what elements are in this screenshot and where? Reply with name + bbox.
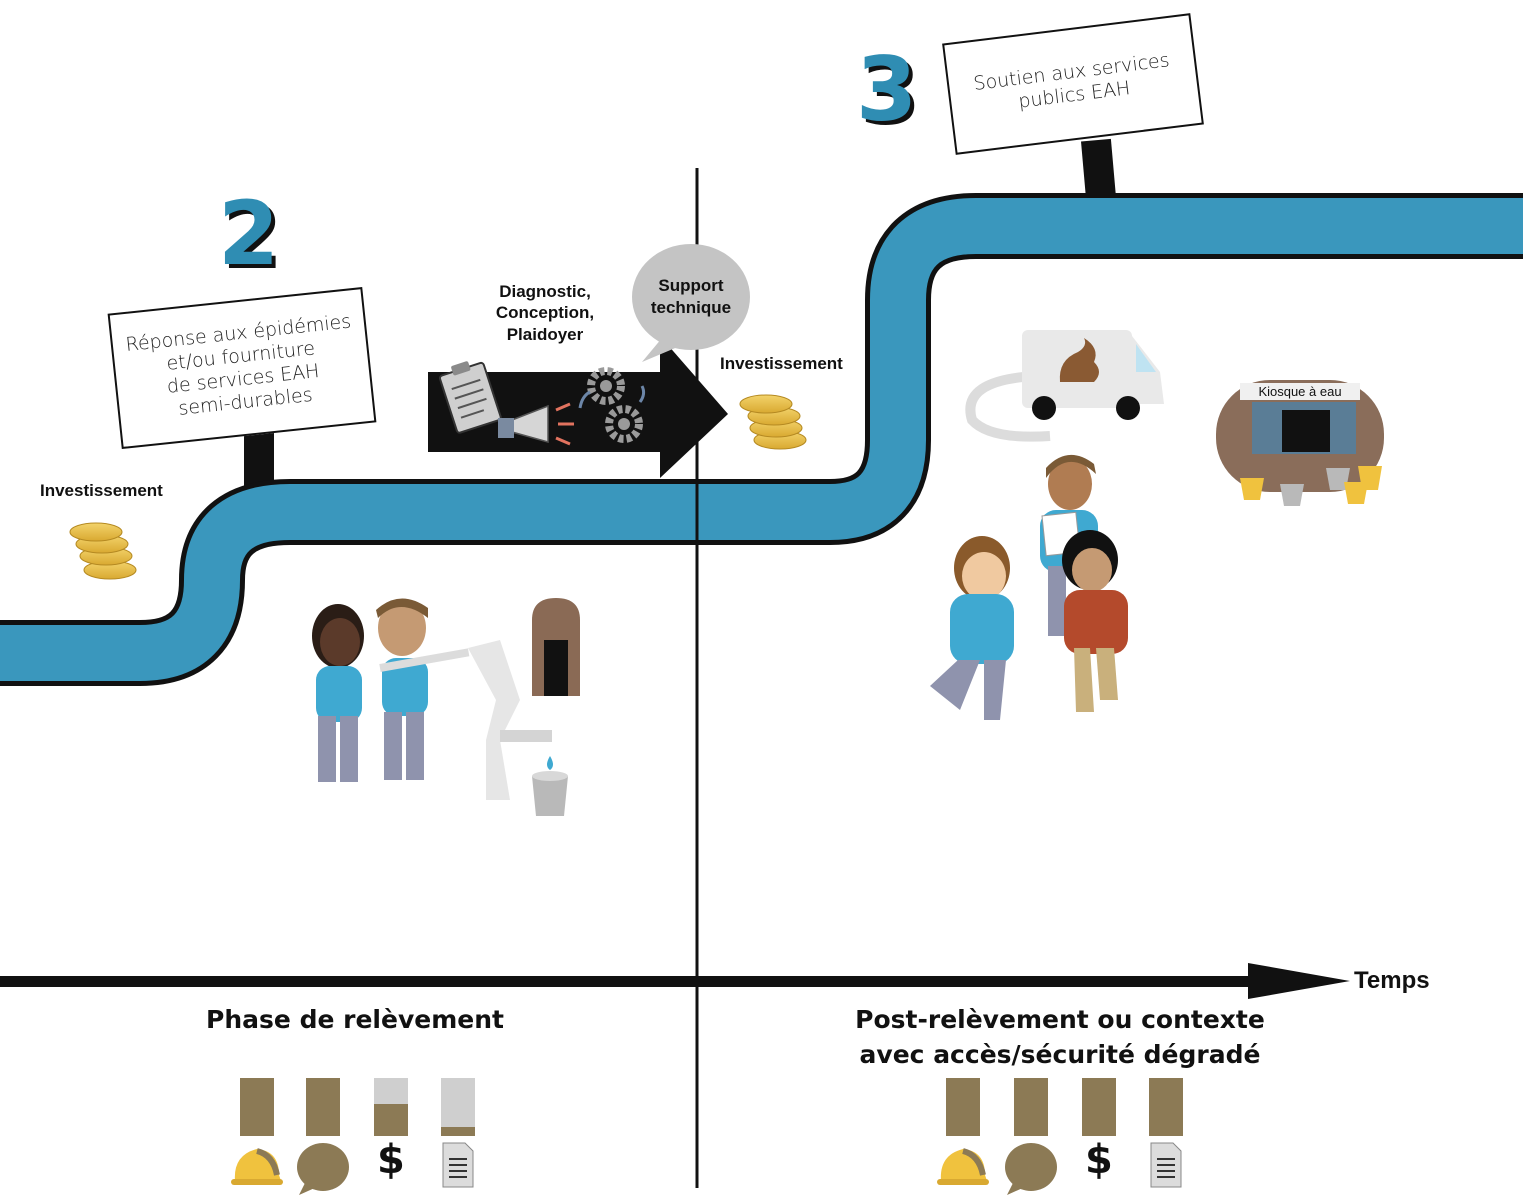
hard-hat-icon xyxy=(937,1141,989,1192)
indicator-bar xyxy=(374,1078,408,1136)
indicator-fill xyxy=(441,1127,475,1136)
megaphone-icon xyxy=(498,402,574,446)
technical-support-bubble: Support technique xyxy=(632,244,750,350)
workers-illustration xyxy=(312,598,470,782)
indicator-fill xyxy=(946,1078,980,1136)
time-axis xyxy=(0,963,1350,999)
clipboard-icon xyxy=(438,361,502,434)
indicator-fill xyxy=(1082,1078,1116,1136)
indicator-fill xyxy=(1014,1078,1048,1136)
handshake-illustration xyxy=(930,454,1128,720)
process-arrow xyxy=(428,336,728,478)
hard-hat-icon xyxy=(231,1141,283,1192)
indicator-bar xyxy=(441,1078,475,1136)
indicator-fill xyxy=(240,1078,274,1136)
speech-bubble-icon xyxy=(1003,1141,1059,1200)
river-path xyxy=(0,193,1523,686)
water-bucket-icon xyxy=(532,756,568,816)
gears-icon xyxy=(578,367,646,443)
recovery-phase-title: Phase de relèvement xyxy=(206,1005,504,1034)
post-recovery-title: Post-relèvement ou contexte avec accès/s… xyxy=(855,1005,1265,1069)
document-icon xyxy=(441,1141,475,1194)
vacuum-truck-illustration xyxy=(965,330,1164,442)
indicator-fill xyxy=(306,1078,340,1136)
hand-pump-illustration xyxy=(468,640,552,800)
dollar-icon: $ xyxy=(377,1137,405,1183)
speech-bubble-icon xyxy=(295,1141,351,1200)
coins-icon-right xyxy=(739,394,807,450)
phase-number-3: 3 xyxy=(856,38,918,141)
phase-2-sign: Réponse aux épidémies et/ou fourniture d… xyxy=(107,286,377,450)
investment-label-left: Investissement xyxy=(40,481,163,500)
arrow-label: Diagnostic, Conception, Plaidoyer xyxy=(495,282,595,344)
indicator-fill xyxy=(374,1104,408,1136)
indicator-fill xyxy=(1149,1078,1183,1136)
coins-icon-left xyxy=(69,522,137,580)
dollar-icon: $ xyxy=(1085,1137,1113,1183)
indicator-bar xyxy=(1149,1078,1183,1136)
time-axis-label: Temps xyxy=(1354,967,1430,994)
water-kiosk-illustration xyxy=(1216,380,1384,506)
indicator-bar xyxy=(1082,1078,1116,1136)
document-icon xyxy=(1149,1141,1183,1194)
indicator-bar xyxy=(946,1078,980,1136)
phase-number-2: 2 xyxy=(218,182,280,285)
indicator-bar xyxy=(1014,1078,1048,1136)
investment-label-right: Investissement xyxy=(720,354,843,373)
latrine-illustration xyxy=(532,598,580,696)
indicator-bar xyxy=(306,1078,340,1136)
indicator-bar xyxy=(240,1078,274,1136)
kiosk-label: Kiosque à eau xyxy=(1240,383,1360,400)
